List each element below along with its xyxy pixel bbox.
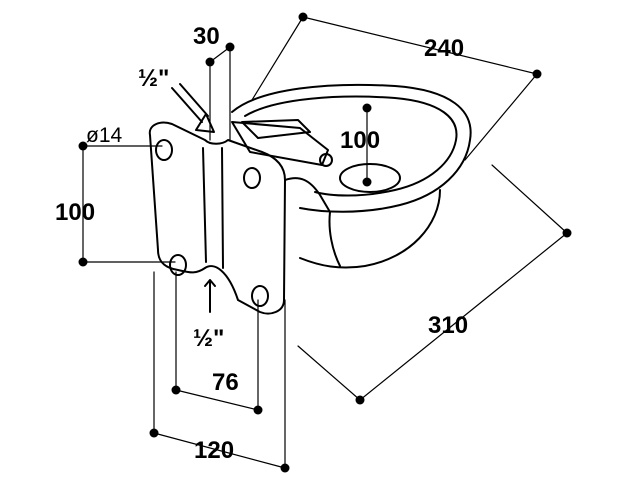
label-bowl-depth: 100 bbox=[340, 127, 380, 154]
pipe-arrow-top bbox=[171, 83, 215, 133]
ext-line-310-bottom bbox=[297, 345, 361, 401]
dim-line-240 bbox=[302, 16, 538, 75]
dim-dot bbox=[205, 57, 215, 67]
dim-dot bbox=[362, 103, 372, 113]
dimension-lines bbox=[78, 12, 572, 473]
mounting-plate bbox=[148, 121, 331, 315]
ext-line-240-left bbox=[251, 16, 304, 101]
label-length-side: 310 bbox=[428, 312, 468, 339]
dim-dot bbox=[355, 395, 365, 405]
dimension-labels: 240 30 ½" ø14 100 100 310 ½" 76 120 bbox=[55, 23, 468, 464]
bowl-rim-inner bbox=[244, 95, 458, 197]
pipe-arrow-bottom bbox=[204, 279, 216, 313]
label-pipe-top: ½" bbox=[138, 65, 169, 92]
water-bowl bbox=[231, 83, 472, 269]
valve-housing bbox=[231, 121, 329, 166]
valve-lid bbox=[241, 119, 311, 139]
dim-dot bbox=[149, 428, 159, 438]
label-plate-width: 120 bbox=[194, 437, 234, 464]
dim-dot bbox=[562, 228, 572, 238]
bowl-drain bbox=[339, 163, 401, 193]
ext-line-310-top bbox=[491, 164, 568, 234]
label-hole-diameter: ø14 bbox=[86, 124, 123, 147]
bowl-body bbox=[299, 189, 441, 269]
dim-dot bbox=[298, 12, 308, 22]
dim-dot bbox=[362, 177, 372, 187]
mount-hole-bottom-right bbox=[251, 285, 269, 307]
label-hole-spacing: 76 bbox=[212, 369, 239, 396]
label-mount-height: 100 bbox=[55, 199, 95, 226]
mount-hole-bottom-left bbox=[169, 254, 187, 276]
dim-dot bbox=[78, 257, 88, 267]
plate-flange bbox=[284, 177, 331, 213]
ext-line-240-right bbox=[464, 73, 538, 161]
dim-dot bbox=[253, 405, 263, 415]
pipe-arrows bbox=[171, 83, 216, 313]
valve-screw bbox=[319, 153, 333, 167]
dim-line-120 bbox=[153, 432, 286, 469]
dim-dot bbox=[532, 69, 542, 79]
plate-outline bbox=[148, 121, 286, 315]
label-width-top: 240 bbox=[424, 35, 464, 62]
dim-dot bbox=[171, 385, 181, 395]
label-flange-thickness: 30 bbox=[193, 23, 220, 50]
plate-rib-right bbox=[221, 147, 224, 269]
dim-dot bbox=[225, 42, 235, 52]
mount-hole-top-right bbox=[243, 167, 261, 189]
bowl-rim-outer bbox=[231, 83, 472, 213]
dim-line-310 bbox=[359, 232, 568, 401]
dim-line-76 bbox=[175, 389, 259, 411]
dim-dot bbox=[280, 463, 290, 473]
bowl-side bbox=[328, 211, 341, 267]
plate-rib-left bbox=[202, 147, 207, 263]
label-pipe-bottom: ½" bbox=[193, 325, 224, 352]
mount-hole-top-left bbox=[155, 139, 173, 161]
